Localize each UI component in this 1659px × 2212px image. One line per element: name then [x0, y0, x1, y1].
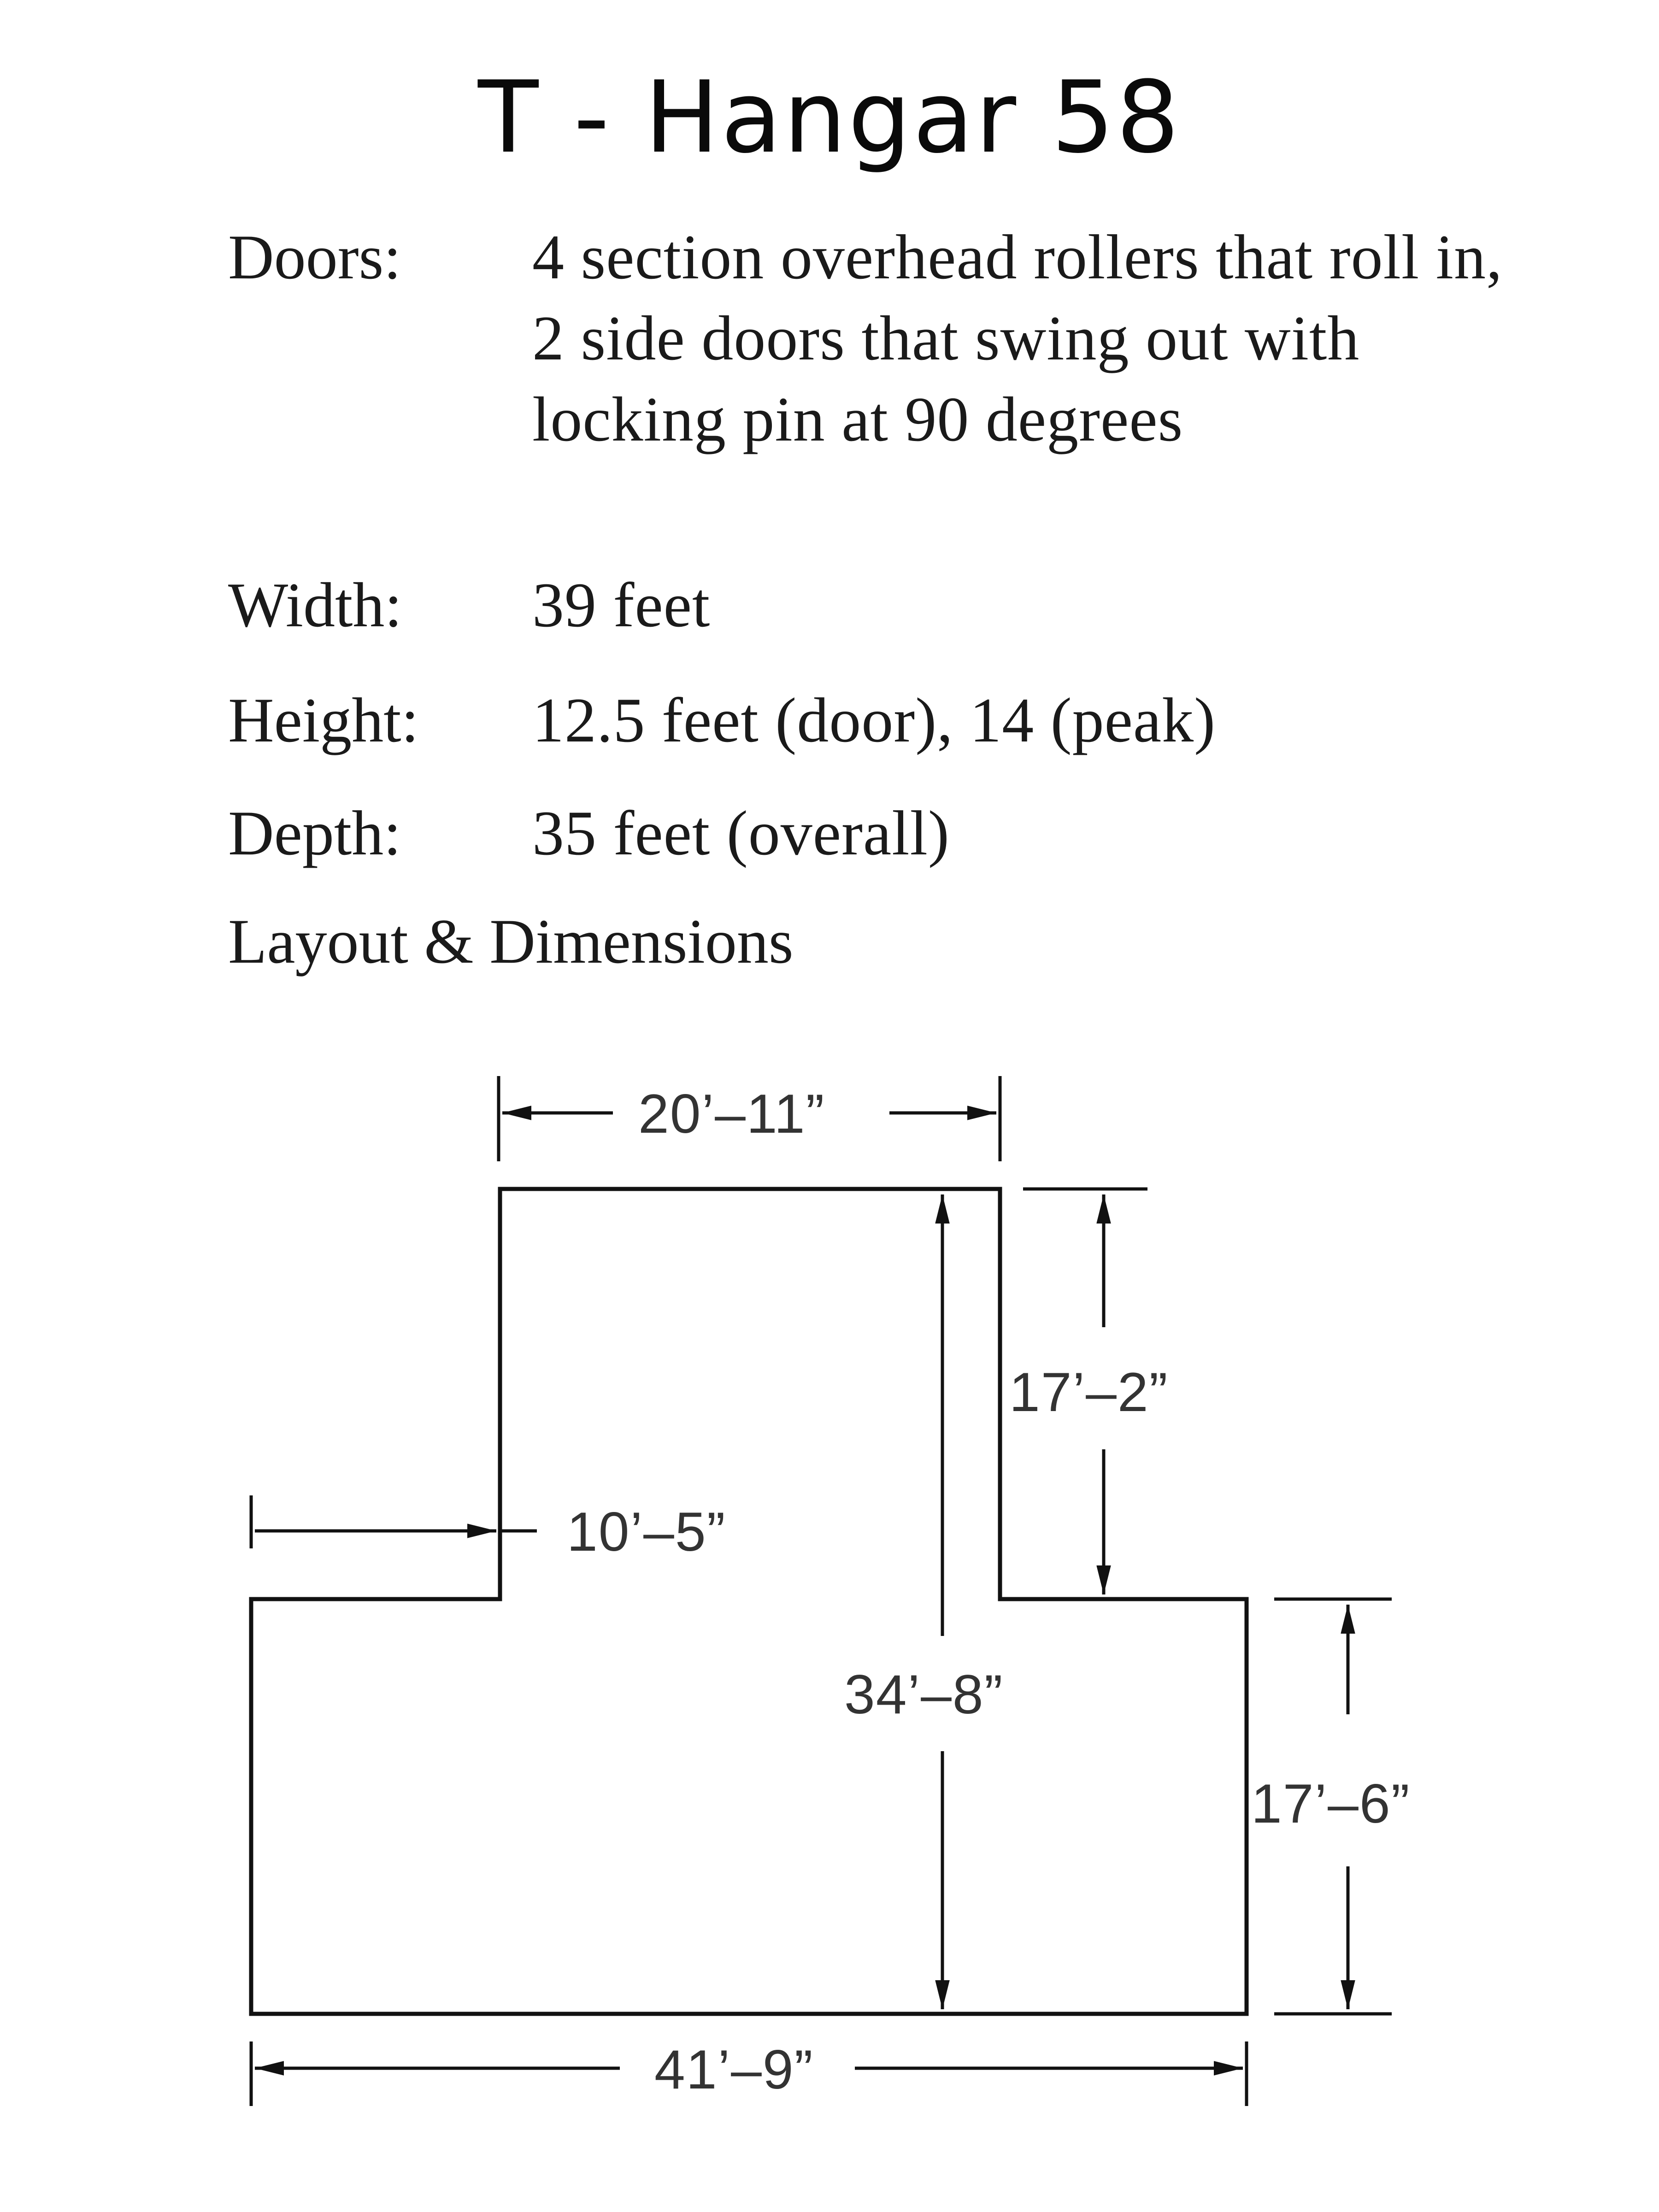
spec-label: Depth: [228, 798, 401, 868]
layout-heading: Layout & Dimensions [228, 906, 794, 977]
dimension-left-offset [249, 1495, 537, 1548]
spec-value: 12.5 feet (door), 14 (peak) [532, 685, 1216, 755]
dimension-label-lower-right-height: 17’–6” [1251, 1773, 1411, 1835]
spec-label: Height: [228, 685, 419, 755]
dimension-upper-right-height [1023, 1187, 1147, 1594]
dimension-lower-right-height [1274, 1597, 1392, 2016]
spec-value: 35 feet (overall) [532, 798, 950, 868]
dimension-label-overall-width: 41’–9” [654, 2039, 814, 2100]
spec-label: Doors: [228, 222, 401, 292]
page-title: T - Hangar 58 [478, 59, 1181, 175]
dimension-label-upper-right-height: 17’–2” [1009, 1361, 1169, 1423]
spec-label: Width: [228, 570, 402, 640]
dimension-top-width [497, 1076, 1002, 1161]
dimension-label-overall-depth: 34’–8” [844, 1664, 1004, 1725]
dimension-label-top-width: 20’–11” [638, 1083, 825, 1145]
dimension-label-left-offset: 10’–5” [567, 1501, 726, 1563]
hangar-outline [249, 1187, 1249, 2016]
spec-value: 39 feet [532, 570, 711, 640]
dimension-overall-width [249, 2041, 1248, 2106]
spec-value: 4 section overhead rollers that roll in,… [532, 222, 1503, 454]
